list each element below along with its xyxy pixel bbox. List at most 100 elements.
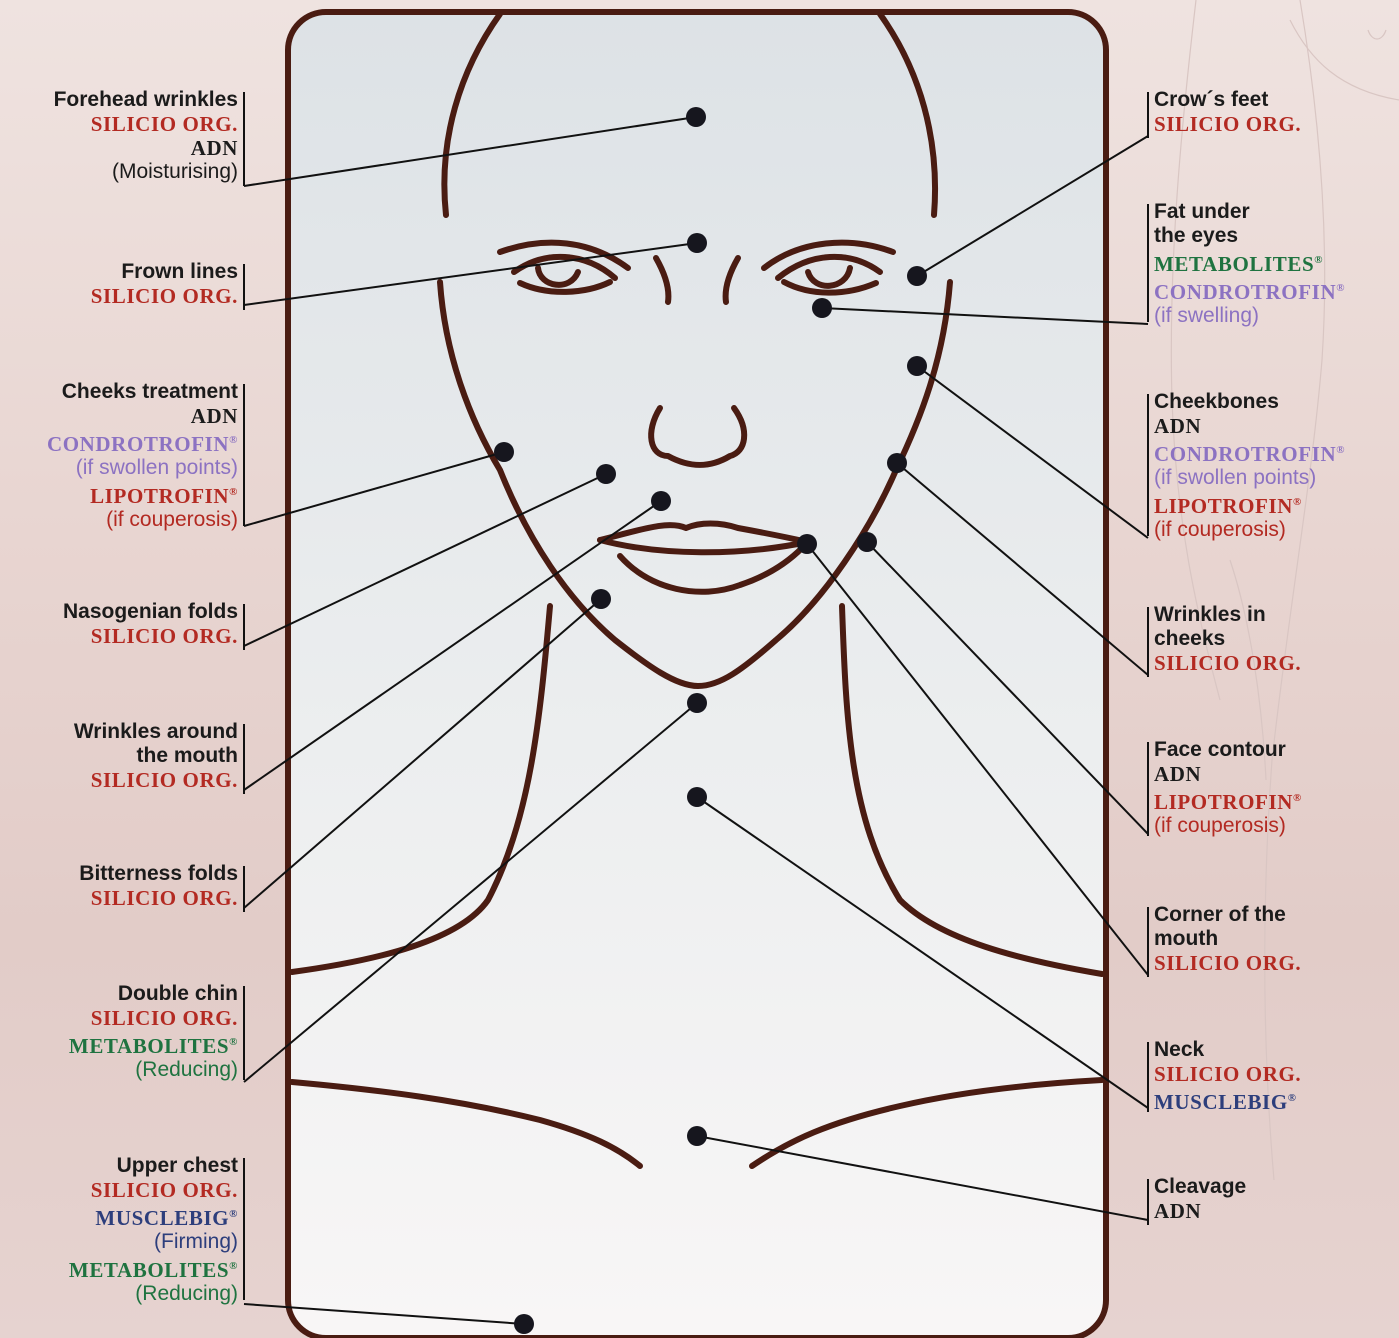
registered-mark: ® xyxy=(229,1208,238,1220)
label-line: Nasogenian folds xyxy=(63,600,238,624)
label-upper-chest: Upper chestSILICIO ORG.MUSCLEBIG®(Firmin… xyxy=(69,1154,244,1306)
point-fat-under-eyes xyxy=(812,298,832,318)
label-line: (Reducing) xyxy=(69,1058,238,1082)
label-line: Crow´s feet xyxy=(1154,88,1301,112)
label-line: SILICIO ORG. xyxy=(1154,951,1301,975)
label-wrinkles-in-cheeks: Wrinkles incheeksSILICIO ORG. xyxy=(1148,603,1301,675)
point-upper-chest xyxy=(514,1314,534,1334)
label-line: Frown lines xyxy=(91,260,238,284)
label-line: ADN xyxy=(54,136,238,160)
label-nasogenian-folds: Nasogenian foldsSILICIO ORG. xyxy=(63,600,244,648)
label-line: ADN xyxy=(1154,762,1302,786)
label-line: SILICIO ORG. xyxy=(69,1178,238,1202)
label-line: (if swollen points) xyxy=(1154,466,1345,490)
label-line: Bitterness folds xyxy=(79,862,238,886)
registered-mark: ® xyxy=(1293,496,1302,508)
label-line: LIPOTROFIN® xyxy=(1154,786,1302,814)
point-frown-lines xyxy=(687,233,707,253)
label-line: Fat under xyxy=(1154,200,1345,224)
label-line: Wrinkles in xyxy=(1154,603,1301,627)
label-line: (if couperosis) xyxy=(1154,814,1302,838)
label-line: CONDROTROFIN® xyxy=(1154,438,1345,466)
point-cheekbones xyxy=(907,356,927,376)
label-line: Cheeks treatment xyxy=(47,380,238,404)
registered-mark: ® xyxy=(1336,282,1345,294)
label-line: (if swelling) xyxy=(1154,304,1345,328)
point-corner-of-mouth xyxy=(797,534,817,554)
point-crows-feet xyxy=(907,266,927,286)
label-line: SILICIO ORG. xyxy=(1154,1062,1301,1086)
registered-mark: ® xyxy=(1336,444,1345,456)
label-line: LIPOTROFIN® xyxy=(47,480,238,508)
label-line: (if couperosis) xyxy=(47,508,238,532)
label-line: Cheekbones xyxy=(1154,390,1345,414)
label-line: SILICIO ORG. xyxy=(63,624,238,648)
label-line: MUSCLEBIG® xyxy=(1154,1086,1301,1114)
point-neck xyxy=(687,787,707,807)
label-line: Forehead wrinkles xyxy=(54,88,238,112)
registered-mark: ® xyxy=(229,1036,238,1048)
label-line: Face contour xyxy=(1154,738,1302,762)
label-line: (Moisturising) xyxy=(54,160,238,184)
registered-mark: ® xyxy=(229,1260,238,1272)
label-line: mouth xyxy=(1154,927,1301,951)
point-forehead-wrinkles xyxy=(686,107,706,127)
point-wrinkles-in-cheeks xyxy=(887,453,907,473)
point-wrinkles-around-mouth xyxy=(651,491,671,511)
label-line: METABOLITES® xyxy=(1154,248,1345,276)
label-line: Neck xyxy=(1154,1038,1301,1062)
point-nasogenian-folds xyxy=(596,464,616,484)
label-line: CONDROTROFIN® xyxy=(1154,276,1345,304)
registered-mark: ® xyxy=(1314,254,1323,266)
label-line: (if swollen points) xyxy=(47,456,238,480)
label-line: METABOLITES® xyxy=(69,1254,238,1282)
label-cheekbones: CheekbonesADNCONDROTROFIN®(if swollen po… xyxy=(1148,390,1345,542)
label-line: METABOLITES® xyxy=(69,1030,238,1058)
label-line: SILICIO ORG. xyxy=(1154,112,1301,136)
label-line: Wrinkles around xyxy=(74,720,238,744)
label-line: the mouth xyxy=(74,744,238,768)
point-face-contour xyxy=(857,532,877,552)
registered-mark: ® xyxy=(1288,1092,1297,1104)
label-line: SILICIO ORG. xyxy=(79,886,238,910)
label-line: SILICIO ORG. xyxy=(91,284,238,308)
registered-mark: ® xyxy=(229,434,238,446)
label-line: Double chin xyxy=(69,982,238,1006)
label-line: (if couperosis) xyxy=(1154,518,1345,542)
background-sketch xyxy=(1171,0,1399,1180)
label-line: Cleavage xyxy=(1154,1175,1246,1199)
registered-mark: ® xyxy=(229,486,238,498)
label-line: SILICIO ORG. xyxy=(69,1006,238,1030)
registered-mark: ® xyxy=(1293,792,1302,804)
label-line: LIPOTROFIN® xyxy=(1154,490,1345,518)
label-line: the eyes xyxy=(1154,224,1345,248)
label-line: ADN xyxy=(1154,414,1345,438)
label-line: (Firming) xyxy=(69,1230,238,1254)
label-face-contour: Face contourADNLIPOTROFIN®(if couperosis… xyxy=(1148,738,1302,838)
label-line: ADN xyxy=(47,404,238,428)
label-line: ADN xyxy=(1154,1199,1246,1223)
label-line: SILICIO ORG. xyxy=(1154,651,1301,675)
label-line: cheeks xyxy=(1154,627,1301,651)
label-line: CONDROTROFIN® xyxy=(47,428,238,456)
label-line: Upper chest xyxy=(69,1154,238,1178)
point-cheeks-treatment xyxy=(494,442,514,462)
point-bitterness-folds xyxy=(591,589,611,609)
label-line: Corner of the xyxy=(1154,903,1301,927)
point-cleavage xyxy=(687,1126,707,1146)
label-line: MUSCLEBIG® xyxy=(69,1202,238,1230)
label-line: SILICIO ORG. xyxy=(74,768,238,792)
point-double-chin xyxy=(687,693,707,713)
label-wrinkles-around-mouth: Wrinkles aroundthe mouthSILICIO ORG. xyxy=(74,720,244,792)
label-line: (Reducing) xyxy=(69,1282,238,1306)
